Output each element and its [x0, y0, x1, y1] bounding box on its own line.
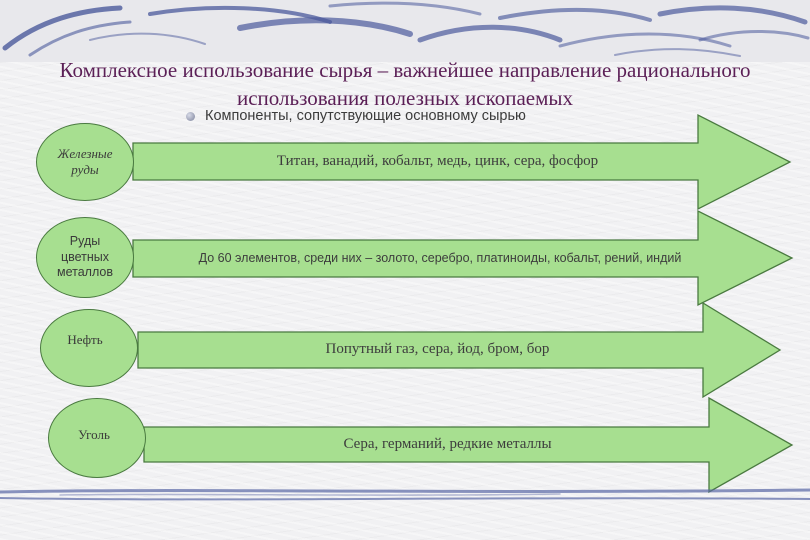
source-node-coal: Уголь [48, 398, 146, 478]
source-node-oil: Нефть [40, 309, 138, 387]
source-label-nonferrous: Руды цветных металлов [57, 234, 113, 280]
decorative-bottom-band [0, 488, 810, 501]
subtitle-row: Компоненты, сопутствующие основному сырь… [186, 105, 526, 127]
arrow-label-iron: Титан, ванадий, кобальт, медь, цинк, сер… [276, 153, 599, 169]
source-label-coal: Уголь [78, 426, 110, 442]
source-label-iron: Железные руды [57, 145, 113, 177]
source-node-nonferrous: Руды цветных металлов [36, 217, 134, 298]
arrow-shape-nonferrous [132, 209, 794, 307]
bullet-icon [186, 111, 195, 121]
source-node-iron: Железные руды [36, 123, 134, 201]
source-label-oil: Нефть [67, 331, 103, 347]
arrow-label-nonferrous: До 60 элементов, среди них – золото, сер… [198, 251, 682, 265]
arrow-label-coal: Сера, германий, редкие металлы [343, 436, 552, 452]
arrow-shape-iron [132, 113, 792, 211]
arrow-label-oil: Попутный газ, сера, йод, бром, бор [325, 341, 550, 357]
slide-subtitle: Компоненты, сопутствующие основному сырь… [205, 108, 526, 124]
arrow-shape-coal [143, 396, 794, 494]
decorative-top-band [0, 0, 810, 62]
arrow-shape-oil [137, 301, 782, 399]
slide-title: Комплексное использование сырья – важней… [59, 58, 751, 110]
